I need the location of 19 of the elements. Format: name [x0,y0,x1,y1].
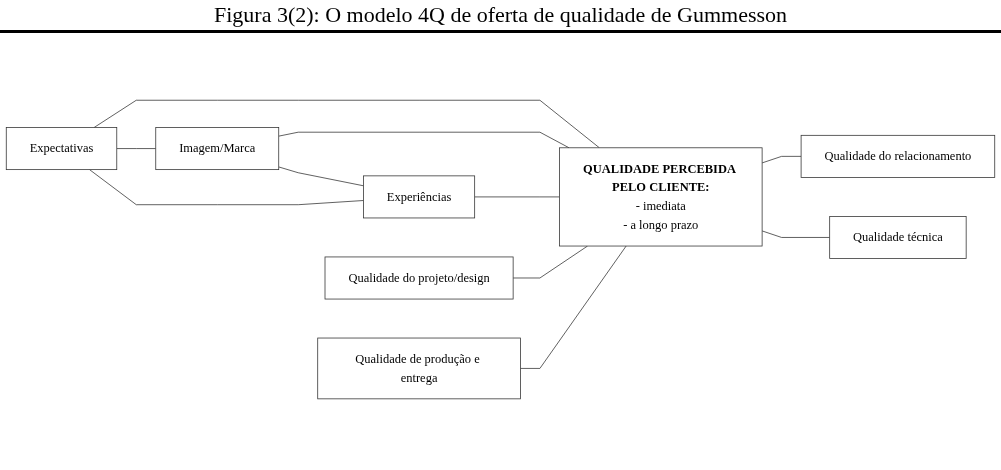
connector [278,132,570,149]
node-box: QUALIDADE PERCEBIDA PELO CLIENTE: - imediata - a longo prazo [559,147,763,247]
figure-title: Figura 3(2): O modelo 4Q de oferta de qualidade de Gummesson [0,0,1001,33]
node-box: Experiências [363,175,476,219]
node-box: Qualidade de produção e entrega [317,338,521,400]
connector [474,197,560,198]
connector [93,100,600,149]
connector [512,246,588,279]
connector [116,148,157,150]
node-box: Expectativas [5,127,118,171]
connector [761,231,831,239]
connector [520,246,627,370]
node-box: Qualidade do projeto/design [324,257,514,300]
node-box: Imagem/Marca [155,127,280,171]
connector [761,156,802,164]
node-box: Qualidade técnica [829,216,967,260]
connector [278,167,364,187]
connector [89,169,364,206]
node-box: Qualidade do relacionamento [800,135,996,179]
